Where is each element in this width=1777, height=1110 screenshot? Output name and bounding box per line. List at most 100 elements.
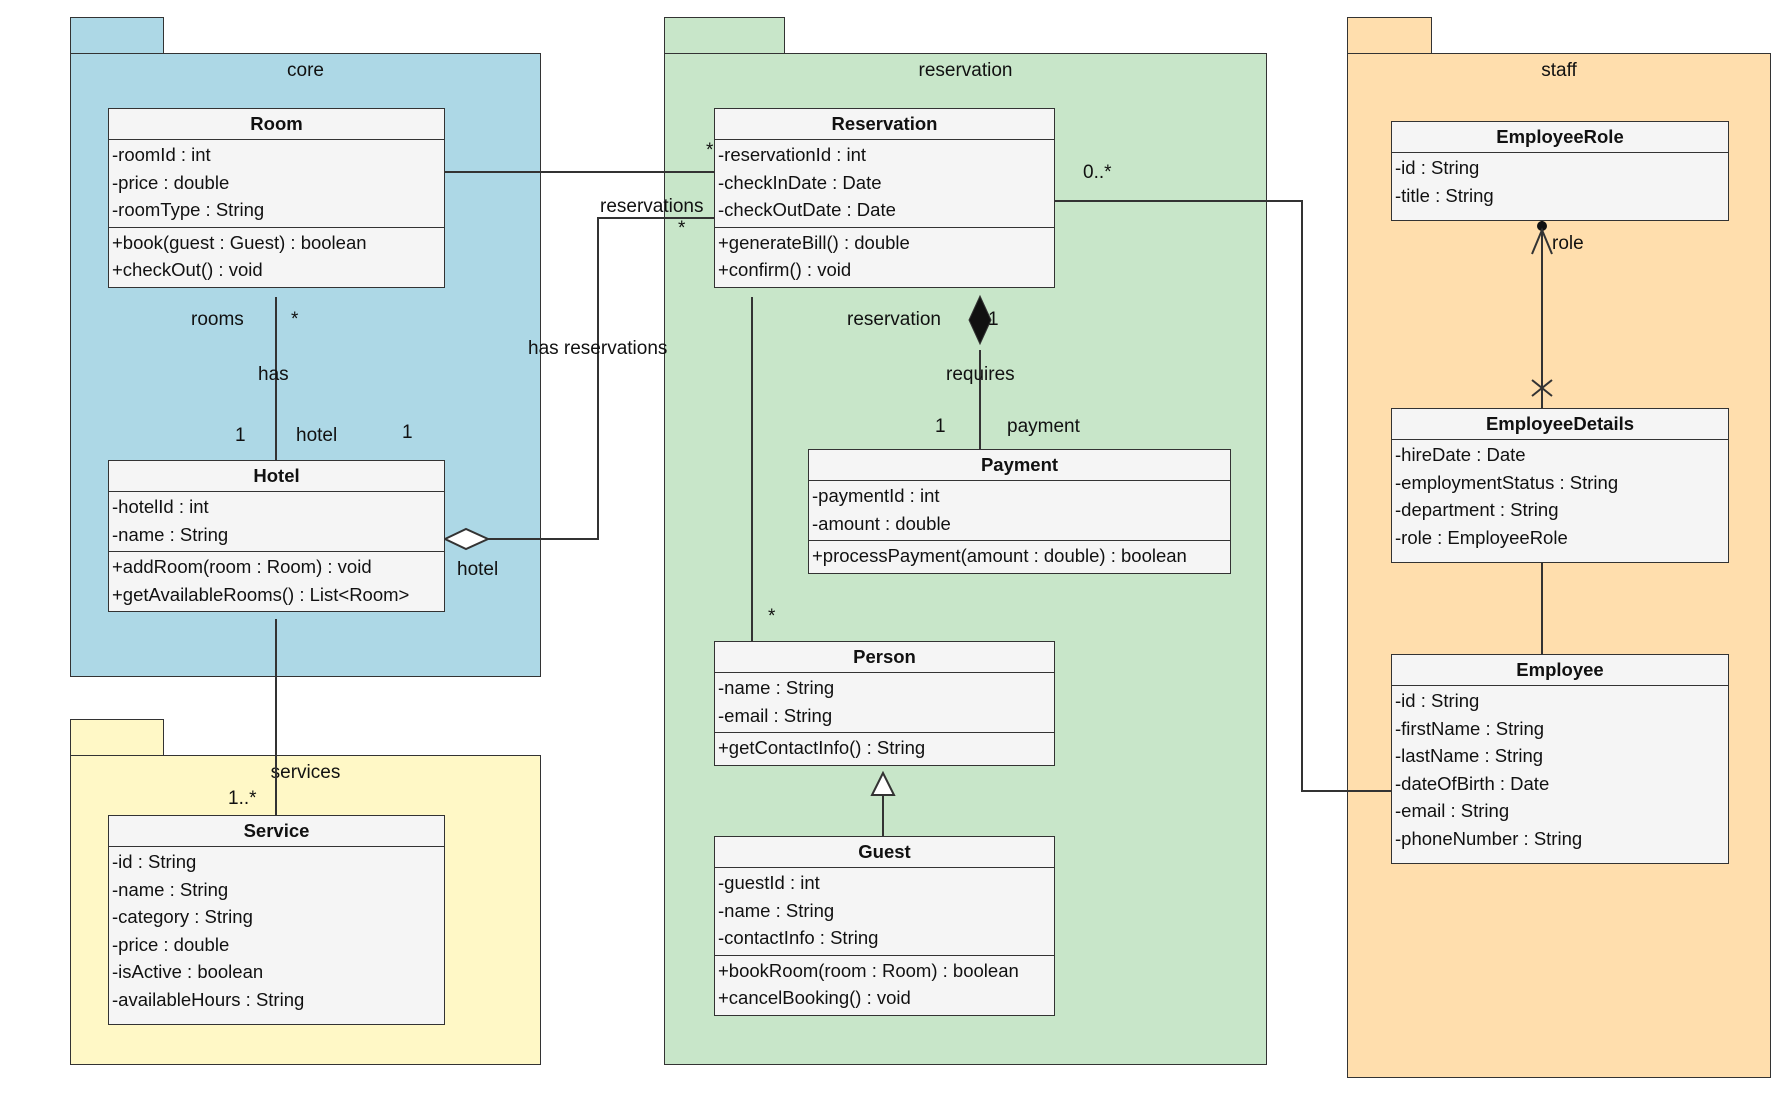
operation: +getContactInfo() : String [718, 737, 926, 758]
attribute: -name : String [718, 677, 835, 698]
attribute: -title : String [1395, 184, 1494, 206]
class-employee[interactable]: Employee -id : String -firstName : Strin… [1391, 654, 1729, 864]
class-hotel-title: Hotel [109, 461, 444, 492]
class-room-title: Room [109, 109, 444, 140]
class-guest-attributes: -guestId : int -name : String -contactIn… [715, 868, 1054, 955]
package-staff-tab [1347, 17, 1432, 55]
class-employee-details-title: EmployeeDetails [1392, 409, 1728, 440]
class-employee-title: Employee [1392, 655, 1728, 686]
operation: +generateBill() : double [718, 231, 910, 253]
class-reservation-operations: +generateBill() : double +confirm() : vo… [715, 226, 1054, 287]
attribute: -contactInfo : String [718, 927, 879, 948]
label-reservation-role: reservation [847, 309, 941, 330]
attribute: -availableHours : String [112, 988, 305, 1010]
class-hotel[interactable]: Hotel -hotelId : int -name : String +add… [108, 460, 445, 612]
class-reservation-attributes: -reservationId : int -checkInDate : Date… [715, 140, 1054, 227]
label-reservations-role: reservations [600, 196, 704, 217]
class-employee-role[interactable]: EmployeeRole -id : String -title : Strin… [1391, 121, 1729, 221]
class-employee-role-title: EmployeeRole [1392, 122, 1728, 153]
label-employee-multiplicity: 0..* [1083, 162, 1112, 183]
class-person[interactable]: Person -name : String -email : String +g… [714, 641, 1055, 766]
label-service-multiplicity: 1..* [228, 788, 257, 809]
class-employee-details[interactable]: EmployeeDetails -hireDate : Date -employ… [1391, 408, 1729, 563]
class-service[interactable]: Service -id : String -name : String -cat… [108, 815, 445, 1025]
composition-diamond [968, 294, 992, 346]
attribute: -name : String [112, 878, 229, 900]
attribute: -roomType : String [112, 199, 265, 220]
attribute: -hotelId : int [112, 496, 209, 517]
class-person-operations: +getContactInfo() : String [715, 732, 1054, 765]
role-dot [1537, 221, 1547, 231]
class-service-title: Service [109, 816, 444, 847]
operation: +addRoom(room : Room) : void [112, 556, 372, 577]
attribute: -checkOutDate : Date [718, 199, 896, 220]
attribute: -email : String [718, 704, 833, 726]
class-guest-title: Guest [715, 837, 1054, 868]
package-services-tab [70, 719, 164, 757]
attribute: -paymentId : int [812, 485, 940, 506]
label-rooms-role: rooms [191, 309, 244, 330]
label-reservation-one: 1 [988, 309, 999, 330]
attribute: -name : String [112, 523, 229, 545]
attribute: -id : String [1395, 690, 1480, 711]
attribute: -department : String [1395, 499, 1559, 520]
attribute: -role : EmployeeRole [1395, 526, 1568, 548]
attribute: -employmentStatus : String [1395, 471, 1619, 493]
class-payment[interactable]: Payment -paymentId : int -amount : doubl… [808, 449, 1231, 574]
label-hotel-aggregation-role: hotel [457, 559, 499, 580]
class-reservation-title: Reservation [715, 109, 1054, 140]
attribute: -name : String [718, 899, 835, 921]
label-rooms-multiplicity: * [291, 309, 299, 330]
class-employee-attributes: -id : String -firstName : String -lastNa… [1392, 686, 1728, 855]
package-staff-name: staff [1541, 60, 1577, 81]
operation: +cancelBooking() : void [718, 987, 911, 1008]
label-reservations-multiplicity: * [678, 218, 686, 239]
operation: +confirm() : void [718, 259, 852, 280]
label-role: role [1552, 233, 1584, 254]
class-employee-details-attributes: -hireDate : Date -employmentStatus : Str… [1392, 440, 1728, 554]
package-services-name: services [270, 762, 341, 783]
attribute: -email : String [1395, 800, 1510, 821]
package-reservation-tab [664, 17, 785, 55]
label-room-reservation-multiplicity: * [706, 140, 714, 161]
class-room-attributes: -roomId : int -price : double -roomType … [109, 140, 444, 227]
role-arrowhead [1531, 227, 1553, 255]
operation: +book(guest : Guest) : boolean [112, 231, 367, 253]
label-payment-role: payment [1007, 416, 1080, 437]
label-has-reservations: has reservations [528, 338, 668, 359]
label-hotel-role: hotel [296, 425, 338, 446]
operation: +getAvailableRooms() : List<Room> [112, 583, 410, 605]
attribute: -reservationId : int [718, 144, 867, 165]
attribute: -checkInDate : Date [718, 171, 882, 193]
attribute: -price : double [112, 171, 230, 193]
package-core-tab [70, 17, 164, 55]
label-has-association: has [258, 364, 289, 385]
operation: +processPayment(amount : double) : boole… [812, 545, 1187, 566]
connector-hotel-reservation [488, 217, 714, 540]
class-employee-role-attributes: -id : String -title : String [1392, 153, 1728, 212]
attribute: -firstName : String [1395, 717, 1545, 739]
attribute: -category : String [112, 906, 253, 927]
attribute: -isActive : boolean [112, 961, 264, 982]
class-person-title: Person [715, 642, 1054, 673]
class-hotel-attributes: -hotelId : int -name : String [109, 492, 444, 551]
attribute: -amount : double [812, 512, 951, 534]
class-payment-attributes: -paymentId : int -amount : double [809, 481, 1230, 540]
class-guest-operations: +bookRoom(room : Room) : boolean +cancel… [715, 954, 1054, 1015]
attribute: -price : double [112, 933, 230, 955]
attribute: -roomId : int [112, 144, 211, 165]
role-cross-b [1531, 379, 1553, 397]
package-reservation-name: reservation [918, 60, 1013, 81]
label-hotel-multiplicity: 1 [235, 425, 246, 446]
class-guest[interactable]: Guest -guestId : int -name : String -con… [714, 836, 1055, 1016]
label-payment-multiplicity: 1 [935, 416, 946, 437]
operation: +bookRoom(room : Room) : boolean [718, 959, 1019, 981]
class-payment-title: Payment [809, 450, 1230, 481]
package-staff-body: staff [1347, 53, 1771, 1078]
attribute: -id : String [1395, 157, 1480, 178]
class-payment-operations: +processPayment(amount : double) : boole… [809, 540, 1230, 573]
class-room[interactable]: Room -roomId : int -price : double -room… [108, 108, 445, 288]
attribute: -dateOfBirth : Date [1395, 772, 1550, 794]
class-reservation[interactable]: Reservation -reservationId : int -checkI… [714, 108, 1055, 288]
